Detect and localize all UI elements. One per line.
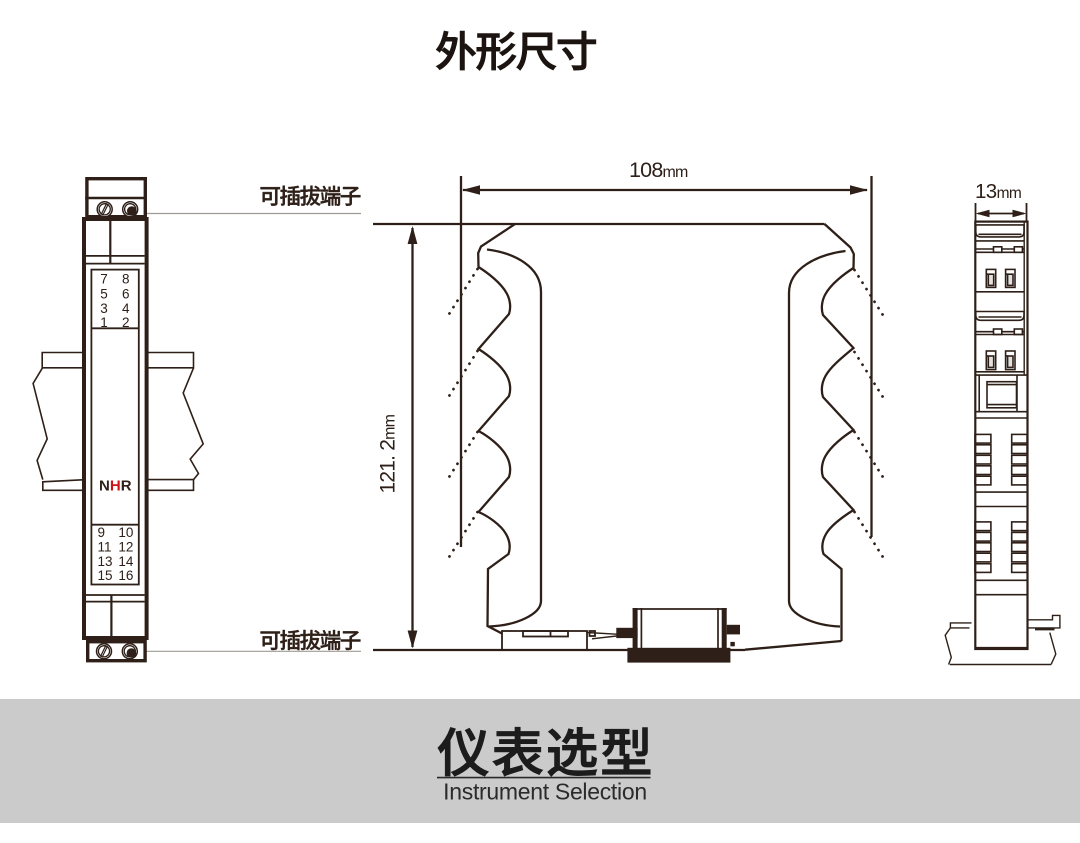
svg-text:10: 10	[118, 525, 133, 540]
svg-text:Instrument Selection: Instrument Selection	[443, 779, 647, 805]
svg-text:15: 15	[98, 568, 113, 583]
svg-text:14: 14	[118, 554, 134, 569]
svg-text:16: 16	[118, 568, 133, 583]
svg-text:121. 2mm: 121. 2mm	[377, 414, 400, 493]
svg-text:7: 7	[100, 271, 108, 286]
svg-text:11: 11	[98, 539, 112, 554]
svg-text:13mm: 13mm	[975, 180, 1021, 203]
svg-text:2: 2	[122, 315, 130, 330]
svg-text:6: 6	[122, 286, 130, 301]
svg-text:4: 4	[122, 301, 130, 316]
svg-text:NHR: NHR	[99, 478, 132, 495]
svg-text:1: 1	[100, 315, 108, 330]
svg-text:9: 9	[98, 525, 106, 540]
svg-text:12: 12	[118, 539, 133, 554]
svg-text:5: 5	[100, 286, 108, 301]
svg-text:3: 3	[100, 301, 108, 316]
svg-text:108mm: 108mm	[629, 158, 688, 182]
svg-text:8: 8	[122, 271, 130, 286]
svg-text:13: 13	[98, 554, 113, 569]
